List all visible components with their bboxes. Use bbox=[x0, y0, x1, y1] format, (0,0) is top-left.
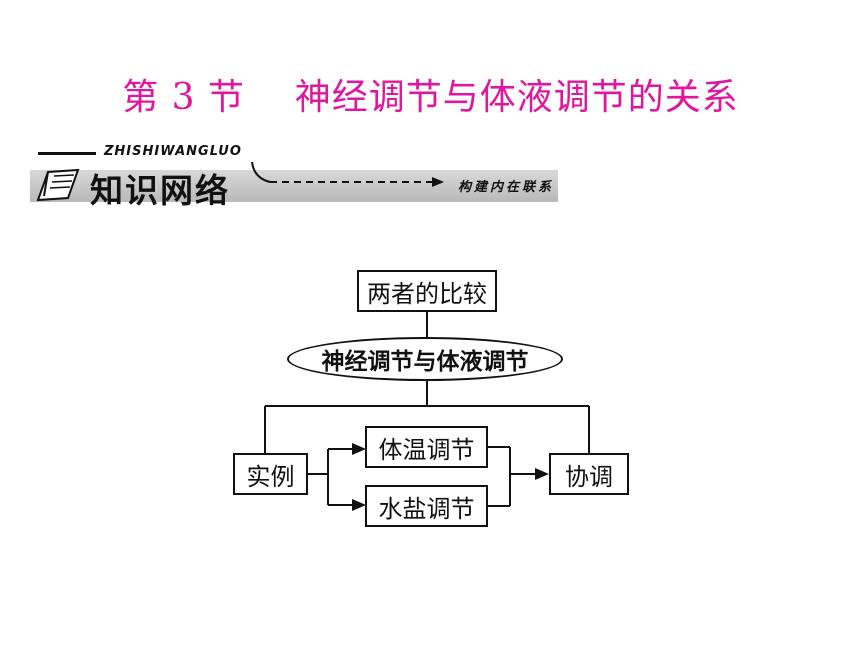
banner-bar bbox=[30, 170, 558, 202]
banner-rule bbox=[38, 152, 96, 155]
banner-pinyin: ZHISHIWANGLUO bbox=[104, 144, 242, 159]
water-salt-regulation-box: 水盐调节 bbox=[365, 485, 488, 527]
topic-ellipse: 神经调节与体液调节 bbox=[287, 337, 563, 381]
comparison-box: 两者的比较 bbox=[357, 270, 497, 312]
banner-heading: 知识网络 bbox=[90, 171, 230, 210]
banner-subtitle: 构建内在联系 bbox=[458, 180, 555, 195]
page-title: 第 3 节 神经调节与体液调节的关系 bbox=[122, 77, 739, 118]
temperature-regulation-box: 体温调节 bbox=[365, 426, 488, 468]
example-box: 实例 bbox=[233, 453, 308, 495]
section-banner: ZHISHIWANGLUO 知识网络 构建内在联系 bbox=[30, 140, 558, 210]
dashed-arrow-icon bbox=[251, 161, 444, 187]
book-icon bbox=[36, 168, 80, 202]
coordination-box: 协调 bbox=[549, 453, 629, 495]
